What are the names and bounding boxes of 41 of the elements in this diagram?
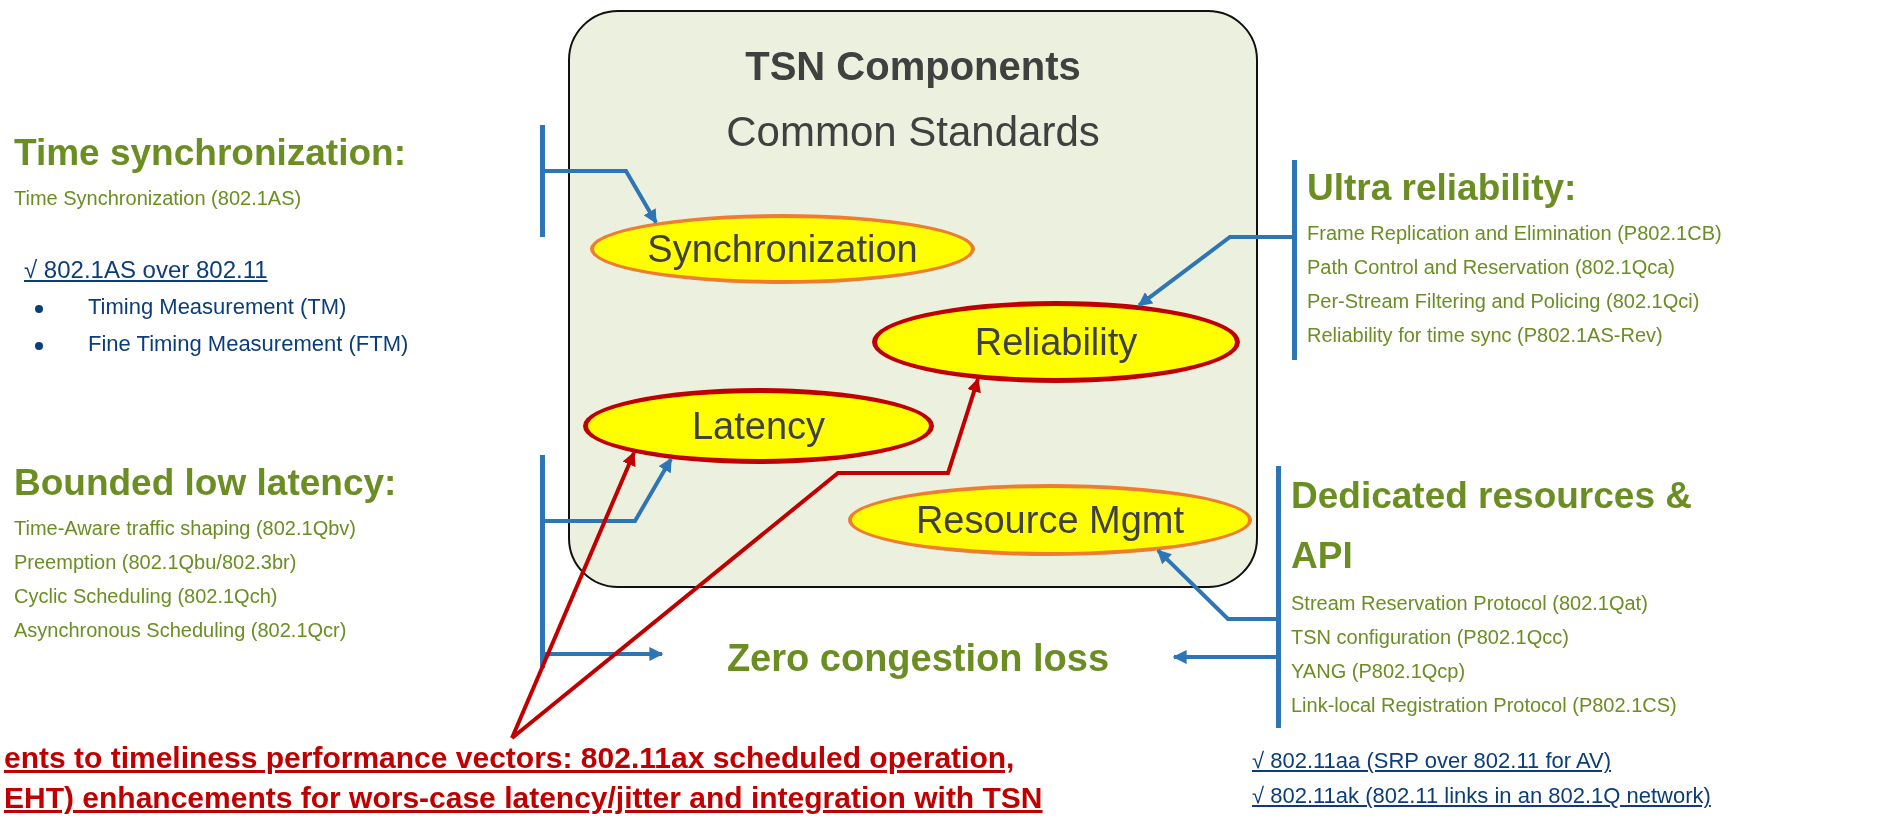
- list-item: Timing Measurement (TM): [88, 294, 347, 320]
- standard-item: Preemption (802.1Qbu/802.3br): [14, 549, 298, 575]
- list-item: Fine Timing Measurement (FTM): [88, 331, 409, 357]
- standard-item: Link-local Registration Protocol (P802.1CS): [1291, 693, 1678, 718]
- panel-subtitle: Common Standards: [725, 108, 1101, 156]
- ellipse-label: Reliability: [974, 320, 1138, 364]
- topic-heading: Zero congestion loss: [726, 636, 1110, 680]
- ellipse-label: Resource Mgmt: [915, 498, 1185, 542]
- arrow: [545, 169, 658, 224]
- arrow: [1172, 650, 1276, 664]
- standard-item: Time-Aware traffic shaping (802.1Qbv): [14, 515, 357, 541]
- note-text: ents to timeliness performance vectors: 802.11ax scheduled operation, EHT) enhancements for wors-case latency/jitter and integration with TSN: [4, 740, 1044, 816]
- arrow: [510, 451, 636, 739]
- ellipse-label: Synchronization: [647, 227, 918, 271]
- group-heading: Bounded low latency:: [14, 461, 398, 505]
- standard-item: Path Control and Reservation (802.1Qca): [1307, 254, 1676, 280]
- panel-title: TSN Components: [744, 44, 1082, 89]
- standard-item: Time Synchronization (802.1AS): [14, 185, 303, 211]
- standard-item: Reliability for time sync (P802.1AS-Rev): [1307, 322, 1664, 348]
- standard-item: Cyclic Scheduling (802.1Qch): [14, 583, 279, 609]
- standard-item: Per-Stream Filtering and Policing (802.1Qci): [1307, 288, 1701, 314]
- group-heading: Ultra reliability:: [1307, 166, 1578, 210]
- arrow: [545, 457, 673, 523]
- standard-link: √ 802.1AS over 802.11: [24, 256, 268, 284]
- arrow: [1156, 549, 1276, 621]
- bracket-group: [14, 455, 545, 668]
- component-panel: [568, 10, 1258, 588]
- arrow: [510, 377, 981, 740]
- arrow: [545, 647, 664, 661]
- standard-item: Asynchronous Scheduling (802.1Qcr): [14, 617, 348, 643]
- group-heading: Dedicated resources & API: [1291, 474, 1693, 578]
- standard-item: Stream Reservation Protocol (802.1Qat): [1291, 591, 1649, 616]
- standard-item: YANG (P802.1Qcp): [1291, 659, 1467, 684]
- arrow: [1137, 235, 1292, 307]
- group-heading: Time synchronization:: [14, 131, 407, 175]
- standard-link: √ 802.11ak (802.11 links in an 802.1Q network): [1252, 783, 1711, 809]
- standard-link: √ 802.11aa (SRP over 802.11 for AV): [1252, 748, 1611, 774]
- standard-item: TSN configuration (P802.1Qcc): [1291, 625, 1570, 650]
- ellipse-label: Latency: [691, 404, 826, 448]
- standard-item: Frame Replication and Elimination (P802.1CB): [1307, 220, 1723, 246]
- bracket-group: [14, 125, 545, 237]
